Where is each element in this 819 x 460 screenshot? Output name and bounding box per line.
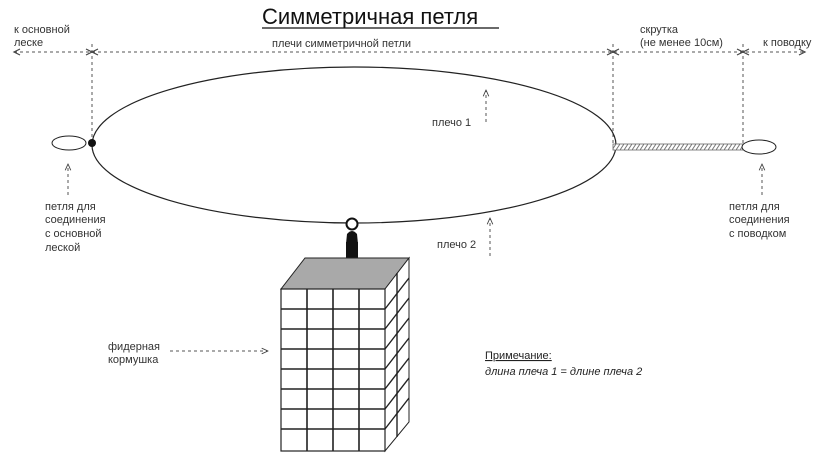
right-loop-line-3: с поводком — [729, 228, 786, 240]
arrow-right-icon — [798, 48, 807, 56]
label-to-leader: к поводку — [763, 37, 812, 49]
feeder-label-1: фидерная — [108, 341, 160, 353]
left-loop-line-3: с основной — [45, 228, 102, 240]
label-shoulder-2: плечо 2 — [437, 239, 476, 251]
feeder-cage — [279, 256, 411, 453]
left-loop-line-4: леской — [45, 242, 80, 254]
label-to-main-line-1: к основной — [14, 24, 70, 36]
diagram-title: Симметричная петля — [262, 4, 478, 29]
label-shoulder-1: плечо 1 — [432, 117, 471, 129]
dimension-line — [12, 44, 807, 143]
left-loop-line-2: соединения — [45, 214, 106, 226]
note-heading: Примечание: — [485, 350, 552, 362]
knot-icon — [88, 139, 96, 147]
label-shoulders: плечи симметричной петли — [272, 38, 411, 50]
label-twist-1: скрутка — [640, 24, 679, 36]
right-connection-loop — [741, 139, 777, 155]
swivel-icon — [345, 217, 359, 258]
right-loop-line-2: соединения — [729, 214, 790, 226]
twist-section — [612, 143, 744, 151]
loop-ellipse — [91, 66, 617, 224]
label-to-main-line-2: леске — [14, 37, 43, 49]
right-loop-line-1: петля для — [729, 201, 780, 213]
left-loop-line-1: петля для — [45, 201, 96, 213]
label-twist-2: (не менее 10см) — [640, 37, 723, 49]
feeder-label-2: кормушка — [108, 354, 159, 366]
note-text: длина плеча 1 = длине плеча 2 — [485, 366, 642, 378]
arrow-left-icon — [12, 48, 21, 56]
left-connection-loop — [51, 135, 87, 151]
